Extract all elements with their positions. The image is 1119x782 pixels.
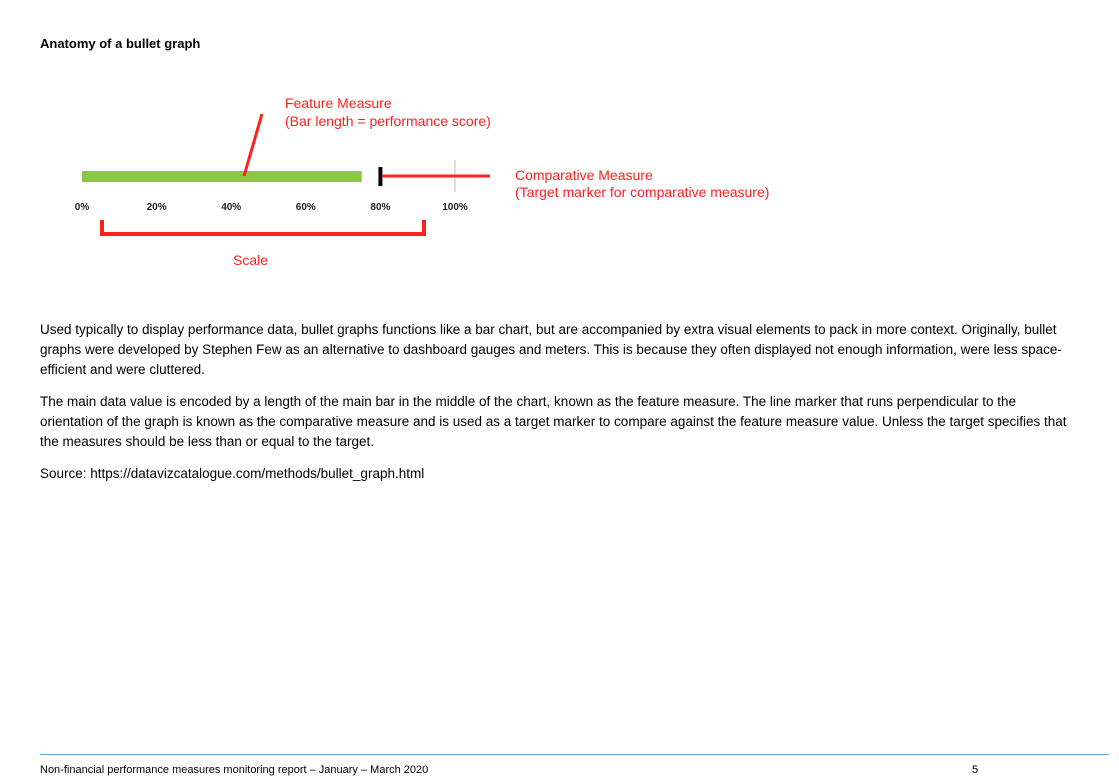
- footer-divider: [40, 754, 1109, 755]
- feature-measure-sublabel: (Bar length = performance score): [285, 113, 491, 129]
- feature-measure-bar: [82, 171, 362, 182]
- paragraph-description: The main data value is encoded by a leng…: [40, 394, 1067, 449]
- feature-pointer-line: [242, 113, 264, 177]
- comparative-measure-sublabel: (Target marker for comparative measure): [515, 184, 769, 200]
- source-line: Source: https://datavizcatalogue.com/met…: [40, 466, 425, 481]
- tick-label: 20%: [147, 202, 167, 213]
- scale-label: Scale: [233, 252, 268, 268]
- comparative-measure-label: Comparative Measure: [515, 167, 653, 183]
- paragraph-intro: Used typically to display performance da…: [40, 322, 1062, 377]
- page-title: Anatomy of a bullet graph: [40, 36, 201, 51]
- body-text: Used typically to display performance da…: [40, 320, 1080, 496]
- page-number: 5: [972, 764, 979, 776]
- scale-bracket: [100, 220, 426, 236]
- footer-text: Non-financial performance measures monit…: [40, 764, 429, 776]
- target-marker: [378, 167, 383, 186]
- tick-label: 0%: [75, 202, 90, 213]
- tick-labels: 0% 20% 40% 60% 80% 100%: [75, 202, 468, 213]
- tick-label: 40%: [221, 202, 241, 213]
- tick-label: 60%: [296, 202, 316, 213]
- tick-label: 80%: [370, 202, 390, 213]
- feature-measure-label: Feature Measure: [285, 95, 392, 111]
- bullet-graph-diagram: 0% 20% 40% 60% 80% 100% Feature Measure (Bar …: [75, 95, 770, 268]
- tick-label: 100%: [442, 202, 468, 213]
